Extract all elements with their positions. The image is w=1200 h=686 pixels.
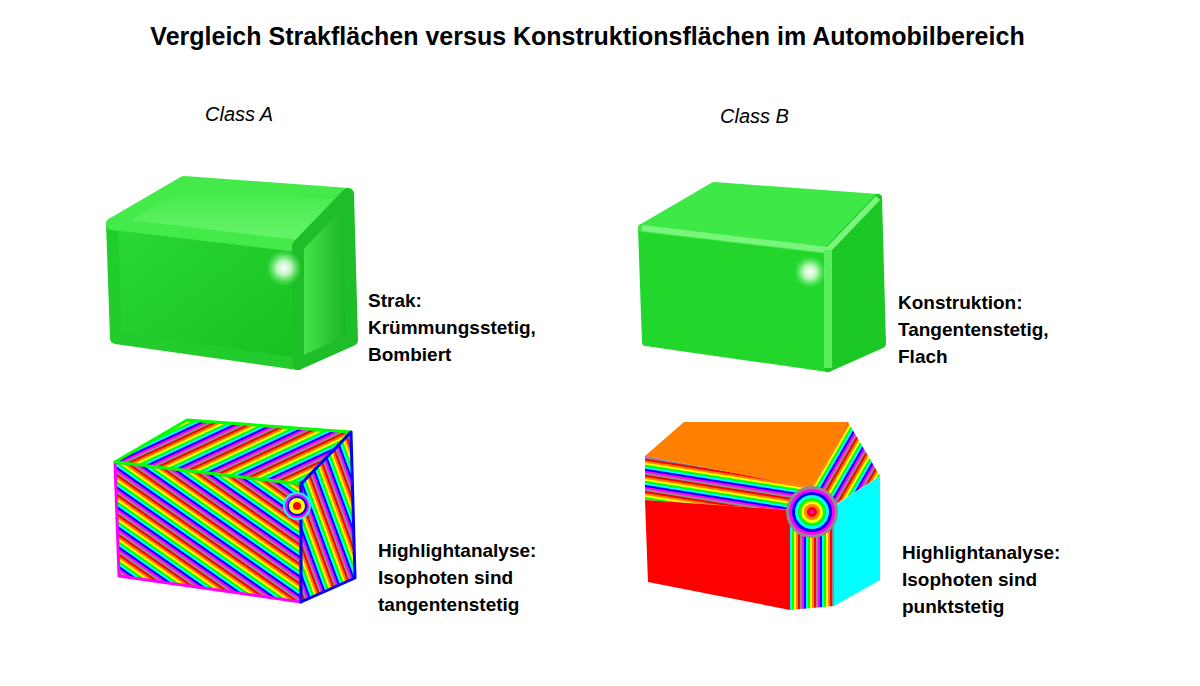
surface-description: Konstruktion: Tangentenstetig, Flach	[898, 289, 1083, 370]
class-a-surface-model	[112, 182, 352, 364]
isophote-ring	[786, 486, 838, 538]
front-face-isophotes	[115, 462, 301, 602]
isophote-ring	[801, 501, 823, 523]
class-a-highlight-analysis	[115, 420, 355, 602]
class-b-highlight-analysis	[645, 422, 880, 610]
isophote-ring	[789, 489, 835, 535]
isophote-ring	[807, 507, 817, 517]
isophote-ring	[798, 498, 826, 526]
side-face	[834, 476, 880, 606]
isophote-ring	[792, 492, 832, 532]
highlight	[794, 256, 826, 288]
isophote-ring	[795, 495, 829, 529]
surface-description: Strak: Krümmungsstetig, Bombiert	[368, 287, 553, 368]
analysis-description: Highlightanalyse: Isophoten sind punktst…	[902, 539, 1112, 620]
isophote-ring	[284, 493, 310, 519]
column-heading: Class B	[720, 103, 880, 130]
isophote-ring	[810, 510, 814, 514]
rounded-edge	[642, 198, 878, 250]
isophote-ring	[804, 504, 820, 520]
diagram-title: Vergleich Strakflächen versus Konstrukti…	[0, 20, 1175, 52]
highlight	[266, 250, 302, 286]
analysis-description: Highlightanalyse: Isophoten sind tangent…	[378, 537, 588, 618]
column-heading: Class A	[205, 101, 365, 128]
class-b-surface-model	[642, 186, 882, 368]
isophote-ring	[293, 502, 301, 510]
front-face	[645, 500, 790, 610]
side-face	[298, 194, 352, 364]
side-face-isophotes	[301, 432, 355, 602]
isophote-ring	[288, 497, 306, 515]
